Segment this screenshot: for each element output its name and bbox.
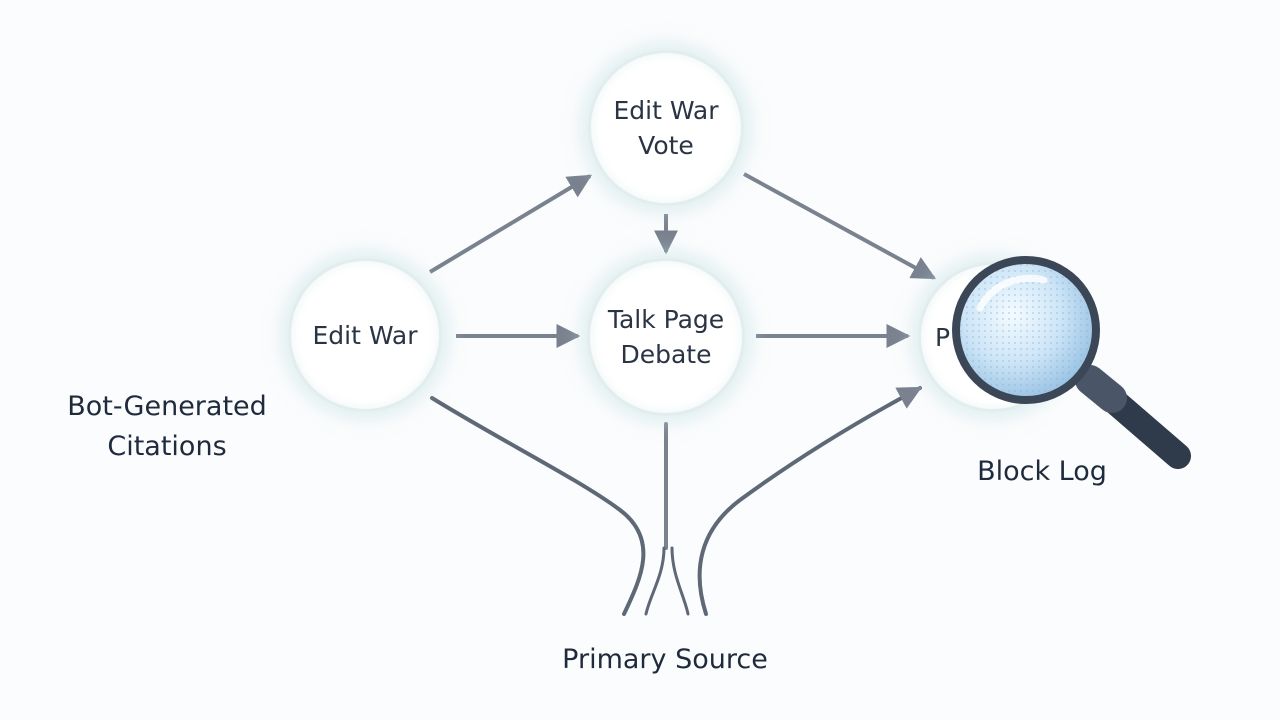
flow-source-strand-2 (670, 546, 690, 616)
label-block-log: Block Log (977, 456, 1107, 487)
arrow-edit-war-to-vote (428, 174, 593, 274)
label-primary-source: Primary Source (562, 644, 768, 675)
node-edit-war: Edit War (288, 258, 442, 412)
node-edit-war-vote: Edit War Vote (588, 50, 744, 206)
flow-source-strand-1 (644, 546, 666, 616)
node-talk-page-debate-label: Talk Page Debate (607, 305, 725, 369)
label-bot-generated-citations: Bot-Generated Citations (67, 391, 267, 462)
node-talk-page-debate: Talk Page Debate (587, 258, 745, 416)
flow-edit-war-to-source (430, 396, 646, 616)
node-edit-war-vote-label: Edit War Vote (613, 96, 719, 160)
arrow-vote-to-right (743, 172, 937, 280)
node-edit-war-label: Edit War (312, 320, 418, 350)
node-obscured-label: P (935, 322, 951, 352)
magnifier-icon (952, 256, 1191, 469)
flow-source-to-right (697, 386, 923, 616)
